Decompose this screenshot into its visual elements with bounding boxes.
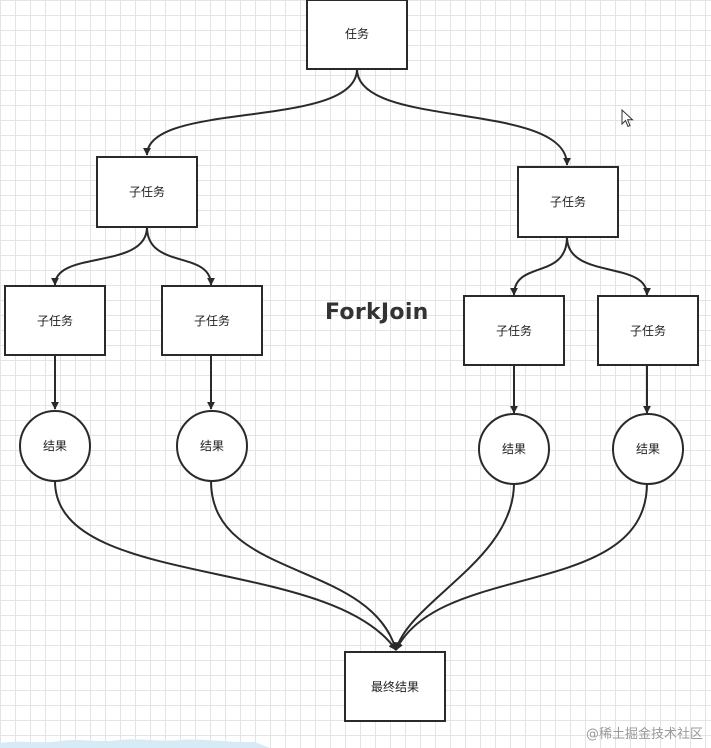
node-leaf1-label: 子任务 bbox=[37, 313, 73, 328]
node-result1[interactable]: 结果 bbox=[19, 410, 91, 482]
node-right-sub-label: 子任务 bbox=[550, 194, 586, 209]
edge-rightsub-leaf3 bbox=[510, 236, 568, 296]
mouse-cursor-icon bbox=[621, 109, 634, 128]
node-result1-label: 结果 bbox=[43, 439, 67, 453]
node-result2[interactable]: 结果 bbox=[176, 410, 248, 482]
node-leaf2-label: 子任务 bbox=[194, 313, 230, 328]
node-result3[interactable]: 结果 bbox=[478, 413, 550, 485]
node-root[interactable]: 任务 bbox=[306, 0, 408, 70]
edge-result4-final bbox=[395, 482, 648, 651]
edge-leftsub-leaf2 bbox=[146, 226, 215, 286]
edge-result2-final bbox=[210, 480, 398, 651]
node-left-sub-label: 子任务 bbox=[129, 184, 165, 199]
edge-result3-final bbox=[394, 482, 515, 651]
node-result3-label: 结果 bbox=[502, 442, 526, 456]
edge-root-right bbox=[356, 68, 571, 166]
node-result4[interactable]: 结果 bbox=[612, 413, 684, 485]
edge-leftsub-leaf1 bbox=[51, 226, 148, 286]
node-leaf4[interactable]: 子任务 bbox=[597, 295, 699, 366]
node-leaf1[interactable]: 子任务 bbox=[4, 285, 106, 356]
watermark: @稀土掘金技术社区 bbox=[585, 727, 703, 742]
decorative-wave bbox=[0, 739, 270, 748]
node-result4-label: 结果 bbox=[636, 442, 660, 456]
node-leaf2[interactable]: 子任务 bbox=[161, 285, 263, 356]
node-leaf4-label: 子任务 bbox=[630, 323, 666, 338]
edge-result1-final bbox=[54, 480, 397, 651]
node-left-sub[interactable]: 子任务 bbox=[96, 156, 198, 228]
node-leaf3[interactable]: 子任务 bbox=[463, 295, 565, 366]
edge-rightsub-leaf4 bbox=[566, 236, 651, 296]
node-right-sub[interactable]: 子任务 bbox=[517, 166, 619, 238]
node-leaf3-label: 子任务 bbox=[496, 323, 532, 338]
node-final-label: 最终结果 bbox=[371, 679, 419, 694]
diagram-title: ForkJoin bbox=[325, 300, 429, 325]
node-result2-label: 结果 bbox=[200, 439, 224, 453]
edge-root-left bbox=[143, 68, 358, 156]
node-final[interactable]: 最终结果 bbox=[344, 651, 446, 722]
node-root-label: 任务 bbox=[345, 26, 369, 41]
